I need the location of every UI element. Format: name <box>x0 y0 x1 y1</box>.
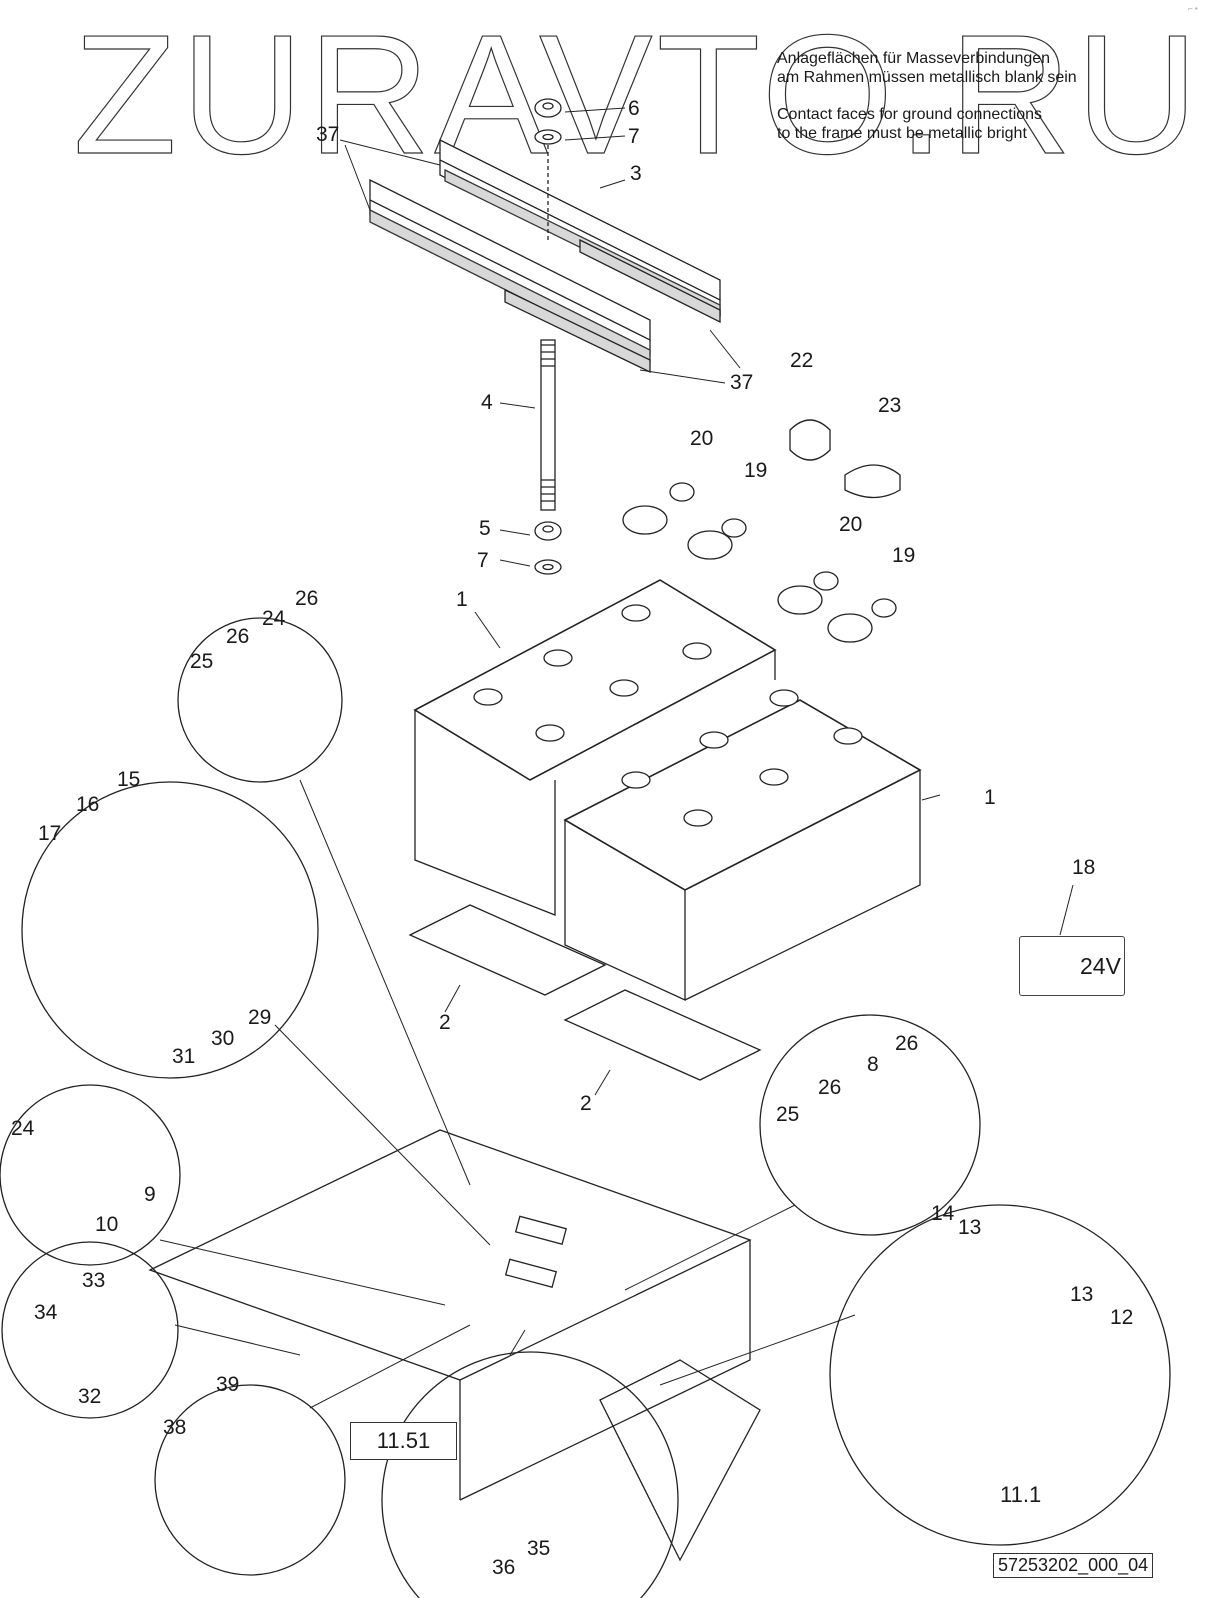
callout-24: 24 <box>262 607 286 630</box>
callout-25: 25 <box>190 650 214 673</box>
note-german-1: Anlageflächen für Masseverbindungen <box>777 50 1051 67</box>
detail-circle-33 <box>1 1241 179 1419</box>
note-english-1: Contact faces for ground connections <box>777 106 1043 123</box>
callout-37: 37 <box>730 371 754 394</box>
ref-label-11-1: 11.1 <box>1000 1482 1042 1507</box>
battery-front <box>563 699 922 1002</box>
callout-30: 30 <box>211 1027 235 1050</box>
detail-circle-15 <box>21 781 319 1079</box>
vehicle-frame <box>148 1129 761 1562</box>
callout-15: 15 <box>117 768 141 791</box>
callout-20: 20 <box>839 513 863 536</box>
detail-circle-24 <box>177 617 343 783</box>
callout-24: 24 <box>11 1117 35 1140</box>
corner-mark: ⌐ ▪ <box>1188 4 1198 13</box>
callout-31: 31 <box>172 1045 196 1068</box>
callout-8: 8 <box>867 1053 879 1076</box>
callout-5: 5 <box>479 517 491 540</box>
callout-9: 9 <box>144 1183 156 1206</box>
callout-29: 29 <box>248 1006 272 1029</box>
callout-14: 14 <box>931 1202 955 1225</box>
callout-18: 18 <box>1072 856 1096 879</box>
callout-26: 26 <box>295 587 319 610</box>
clamp-rails <box>369 138 721 374</box>
voltage-text: 24V <box>1080 953 1121 979</box>
callout-19: 19 <box>892 544 916 567</box>
callout-25: 25 <box>776 1103 800 1126</box>
watermark: ZURAVTO.RU <box>72 0 1203 190</box>
washer-7-top <box>534 129 562 145</box>
washer-7-bottom <box>534 559 562 575</box>
ref-box-11-51: 11.51 <box>350 1422 457 1460</box>
callout-33: 33 <box>82 1269 106 1292</box>
callout-39: 39 <box>216 1373 240 1396</box>
callout-leaders <box>339 107 1074 1096</box>
callout-13: 13 <box>958 1216 982 1239</box>
battery-pads <box>408 904 762 1081</box>
detail-circle-9 <box>0 1084 181 1266</box>
detail-circle-8 <box>759 1014 981 1236</box>
callout-7: 7 <box>477 549 489 572</box>
callout-35: 35 <box>527 1537 551 1560</box>
callout-32: 32 <box>78 1385 102 1408</box>
callout-37: 37 <box>316 123 340 146</box>
callout-20: 20 <box>690 427 714 450</box>
callout-10: 10 <box>95 1213 119 1236</box>
note-german-2: am Rahmen müssen metallisch blank sein <box>777 69 1077 86</box>
battery-rear <box>413 579 777 916</box>
callout-1: 1 <box>456 588 468 611</box>
callout-16: 16 <box>76 793 100 816</box>
callout-13: 13 <box>1070 1283 1094 1306</box>
battery-caps <box>473 604 863 827</box>
document-id: 57253202_000_04 <box>993 1553 1154 1578</box>
terminal-clamps <box>622 482 897 643</box>
note-english-2: to the frame must be metallic bright <box>777 125 1027 142</box>
callout-2: 2 <box>580 1092 592 1115</box>
threaded-rod-4 <box>540 339 556 511</box>
callout-7: 7 <box>628 125 640 148</box>
nut-5 <box>534 521 562 541</box>
callout-26: 26 <box>895 1032 919 1055</box>
callout-4: 4 <box>481 391 493 414</box>
callout-19: 19 <box>744 459 768 482</box>
callout-1: 1 <box>984 786 996 809</box>
callout-26: 26 <box>818 1076 842 1099</box>
callout-23: 23 <box>878 394 902 417</box>
callout-22: 22 <box>790 349 814 372</box>
detail-circle-12 <box>829 1204 1171 1546</box>
callout-38: 38 <box>163 1416 187 1439</box>
callout-26: 26 <box>226 625 250 648</box>
callout-3: 3 <box>630 162 642 185</box>
detail-circle-1151 <box>381 1351 679 1598</box>
callout-36: 36 <box>492 1556 516 1579</box>
leader-lines <box>159 779 856 1409</box>
detail-circle-39 <box>154 1384 346 1576</box>
callout-17: 17 <box>38 822 62 845</box>
callout-2: 2 <box>439 1011 451 1034</box>
battery-voltage-label: 24V <box>1019 936 1125 996</box>
callout-34: 34 <box>34 1301 58 1324</box>
nut-6 <box>534 98 562 118</box>
callout-12: 12 <box>1110 1306 1134 1329</box>
terminal-caps <box>789 419 901 499</box>
callout-6: 6 <box>628 97 640 120</box>
